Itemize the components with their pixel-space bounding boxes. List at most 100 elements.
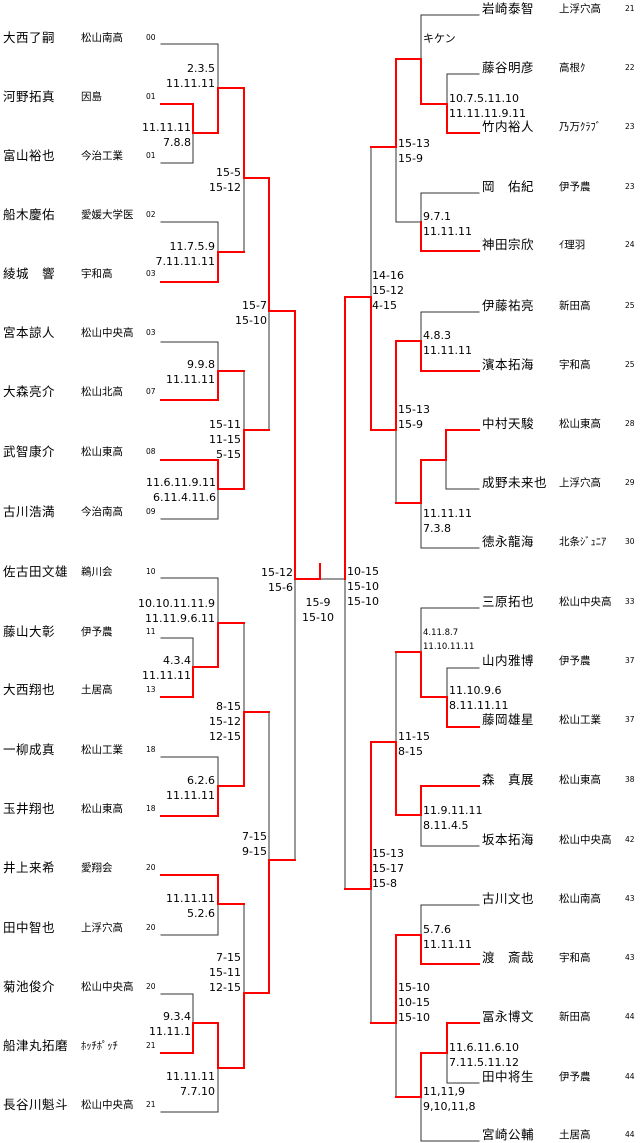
set-scores: 11.6.11.9.11 [146,476,216,489]
player-name: 神田宗欣 [482,237,535,252]
player-number: 44 [625,1072,635,1081]
set-scores: 4-15 [372,299,397,312]
player-number: 21 [146,1041,156,1050]
player-number: 38 [625,775,635,784]
set-scores: 9.3.4 [163,1010,191,1023]
set-scores: 11.10.11.11 [423,642,475,652]
player-school: 宇和高 [559,359,591,371]
player-name: 渡 斎哉 [482,950,535,965]
set-scores: 15-10 [347,580,379,593]
player-name: 成野未来也 [482,475,548,490]
set-scores: 15-17 [372,862,404,875]
set-scores: 11.9.11.11 [423,804,483,817]
set-scores: 11.11.11 [423,225,472,238]
player-name: 船津丸拓磨 [3,1038,69,1053]
set-scores: 10-15 [347,565,379,578]
set-scores: 11.11.11 [142,121,191,134]
player-number: 00 [146,33,156,42]
player-number: 25 [625,360,635,369]
match-score: 10-15 15-10 15-10 [347,564,379,609]
player-name: 田中智也 [3,920,56,935]
player-number: 24 [625,240,635,249]
player-school: 松山南高 [559,893,601,905]
player-school: 伊予農 [81,626,113,638]
player-school: 松山北高 [81,386,123,398]
player-name: 坂本拓海 [482,832,535,847]
set-scores: 11.11.11.9.11 [449,107,526,120]
player-number: 18 [146,804,156,813]
set-scores: 15-13 [398,137,430,150]
set-scores: 7.11.11.11 [155,255,215,268]
player-number: 25 [625,301,635,310]
set-scores: 14-16 [372,269,404,282]
player-number: 44 [625,1012,635,1021]
player-school: 北条ｼﾞｭﾆｱ [559,536,607,548]
player-school: 伊予農 [559,1071,591,1083]
set-scores: 15-10 [302,611,334,624]
player-school: 今治南高 [81,506,123,518]
match-score: 11.11.11 7.8.8 [142,120,191,150]
player-name: 佐古田文雄 [3,564,69,579]
set-scores: 7.8.8 [163,136,191,149]
set-scores: 15-10 [235,314,267,327]
player-name: 一柳成真 [3,742,56,757]
player-name: 菊池俊介 [3,979,56,994]
set-scores: 4.11.8.7 [423,628,459,638]
player-school: 松山東高 [559,418,601,430]
player-school: 松山中央高 [559,596,612,608]
player-name: 山内雅博 [482,653,535,668]
set-scores: 8-15 [216,700,241,713]
player-number: 18 [146,745,156,754]
set-scores: 8-15 [398,745,423,758]
set-scores: 15-11 [209,418,241,431]
player-number: 20 [146,923,156,932]
match-score: 4.11.8.7 11.10.11.11 [423,626,474,654]
set-scores: 11.11.11 [166,789,215,802]
set-scores: 15-13 [398,403,430,416]
player-school: 土居高 [81,684,113,696]
player-school: 上浮穴高 [559,477,601,489]
player-number: 21 [625,4,635,13]
player-school: 鵜川会 [81,566,113,578]
match-score: キケン [423,31,456,46]
player-school: 松山中央高 [81,981,134,993]
player-number: 37 [625,656,635,665]
player-name: 三原拓也 [482,594,535,609]
set-scores: 11.11.11 [166,373,215,386]
set-scores: 11.11.11 [166,77,215,90]
player-name: 玉井翔也 [3,801,56,816]
player-number: 13 [146,685,156,694]
set-scores: 11,11,9 [423,1085,465,1098]
player-name: 藤山大彰 [3,624,56,639]
set-scores: 15-10 [347,595,379,608]
player-number: 42 [625,835,635,844]
player-name: 大西了嗣 [3,30,56,45]
player-name: 田中将生 [482,1069,535,1084]
player-name: 河野拓真 [3,89,56,104]
set-scores: 15-12 [209,715,241,728]
player-school: 因島 [81,91,102,103]
set-scores: 10.10.11.11.9 [138,597,215,610]
player-name: 冨永博文 [482,1009,535,1024]
player-number: 44 [625,1130,635,1139]
set-scores: 7-15 [242,830,267,843]
set-scores: 9-15 [242,845,267,858]
set-scores: 15-5 [216,166,241,179]
